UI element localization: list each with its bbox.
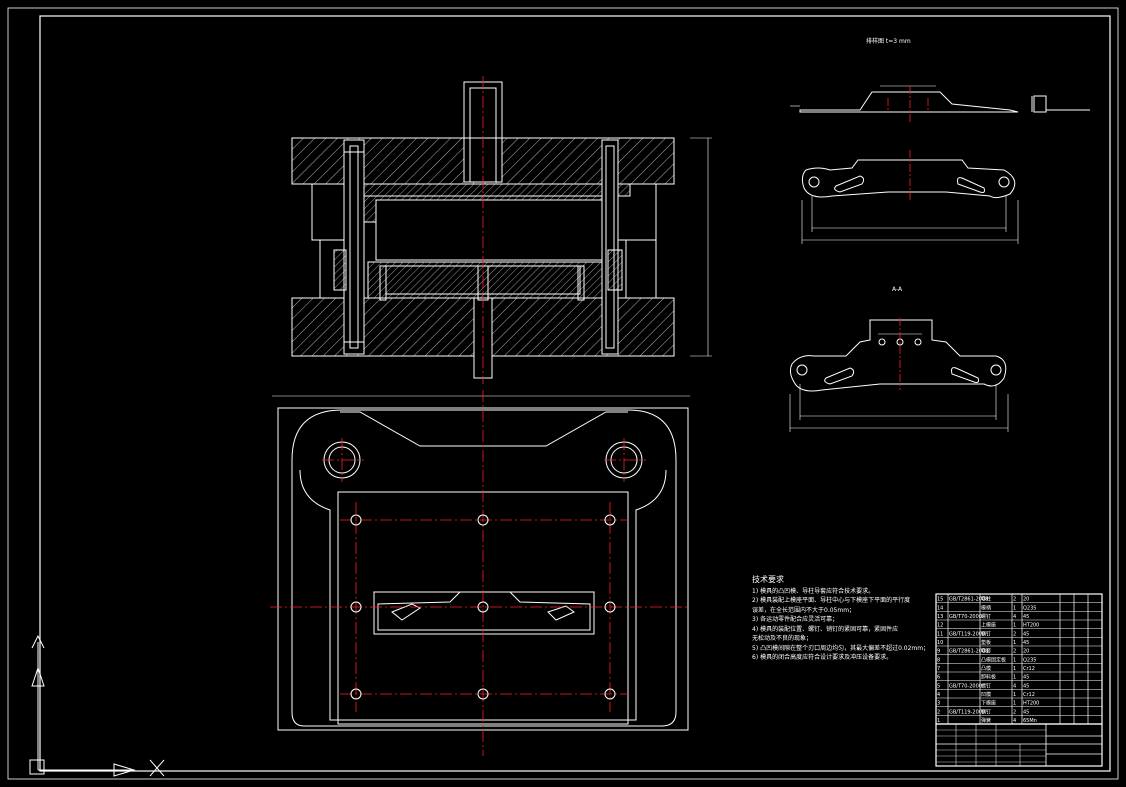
- note-line: 1) 模具的凸凹模、导柱导套应符合技术要求。: [752, 587, 875, 595]
- die-plan-view: [272, 395, 690, 731]
- note-line: 4) 模具的装配位置、螺钉、销钉的紧固可靠，紧固件应: [752, 625, 899, 633]
- bom-cell: 1: [1013, 692, 1016, 698]
- title-block: [935, 723, 1103, 767]
- bom-cell: 4: [1013, 718, 1016, 724]
- bom-cell: 11: [937, 631, 943, 637]
- bom-cell: 45: [1023, 631, 1029, 637]
- bom-cell: 1: [1013, 605, 1016, 611]
- bom-cell: 7: [937, 666, 940, 672]
- bom-cell: 45: [1023, 640, 1029, 646]
- bom-cell: 1: [1013, 657, 1016, 663]
- strip-layout-title: 排样图 t=3 mm: [866, 38, 911, 45]
- bom-cell: 9: [937, 649, 940, 655]
- bom-table-grid: [935, 593, 1103, 725]
- bom-cell: 20: [1023, 649, 1029, 655]
- bom-cell: HT200: [1023, 701, 1039, 707]
- bom-cell: 2: [1013, 597, 1016, 603]
- bom-cell: 销钉: [981, 708, 991, 715]
- bom-cell: GB/T119-2000: [949, 631, 985, 637]
- bom-cell: 10: [937, 640, 943, 646]
- bom-cell: Q235: [1023, 605, 1036, 611]
- bom-cell: 1: [1013, 623, 1016, 629]
- bom-cell: 2: [1013, 649, 1016, 655]
- bom-cell: 5: [937, 683, 940, 689]
- note-line: 误差，在全长范围内不大于0.05mm；: [752, 606, 856, 614]
- bom-cell: Cr12: [1023, 666, 1035, 672]
- bom-cell: 13: [937, 614, 943, 620]
- bom-cell: 螺钉: [981, 682, 991, 689]
- bom-cell: 凹模: [981, 691, 991, 698]
- drawing-frame: [7, 7, 1119, 780]
- bom-cell: 4: [937, 692, 940, 698]
- bom-cell: 1: [1013, 701, 1016, 707]
- bom-cell: 65Mn: [1023, 718, 1037, 724]
- note-line: 6) 模具的闭合高度应符合设计要求及冲压设备要求。: [752, 654, 893, 661]
- bom-cell: 1: [1013, 666, 1016, 672]
- bom-cell: 4: [1013, 683, 1016, 689]
- die-section-view: [291, 81, 712, 379]
- ucs-axis-icon: [29, 634, 165, 777]
- technical-notes: 技术要求 1) 模具的凸凹模、导柱导套应符合技术要求。 2) 模具装配上模座平面…: [752, 575, 929, 663]
- bom-cell: GB/T2861-2008: [949, 597, 988, 603]
- bom-cell: 45: [1023, 614, 1029, 620]
- bom-cell: HT200: [1023, 623, 1039, 629]
- plan-centerlines: [270, 390, 688, 756]
- note-line: 2) 模具装配上模座平面、导柱中心与下模座下平面的平行度: [752, 597, 911, 604]
- bom-cell: 1: [1013, 640, 1016, 646]
- bom-cell: 6: [937, 675, 940, 681]
- bom-cell: 1: [937, 718, 940, 724]
- plan-screw-holes: [350, 514, 616, 700]
- bom-cell: 垫板: [981, 639, 991, 646]
- bom-cell: 20: [1023, 597, 1029, 603]
- bom-cell: GB/T2861-2008: [949, 649, 988, 655]
- bom-cell: 45: [1023, 709, 1029, 715]
- bom-cell: 2: [1013, 631, 1016, 637]
- part-view-1: [801, 159, 1019, 244]
- bom-cell: 45: [1023, 675, 1029, 681]
- bom-cell: 15: [937, 597, 943, 603]
- note-line: 无松动及不良的现象；: [752, 635, 813, 642]
- bom-cell: 卸料板: [981, 674, 996, 681]
- bom-cell: 1: [1013, 675, 1016, 681]
- bom-cell: 上模座: [981, 622, 996, 629]
- bom-cell: 销钉: [981, 630, 991, 637]
- bom-cell: 弹簧: [981, 717, 991, 724]
- notes-title: 技术要求: [752, 575, 784, 584]
- bom-cell: 45: [1023, 683, 1029, 689]
- bom-cell: GB/T70-2000: [949, 614, 982, 620]
- bom-cell: 14: [937, 605, 943, 611]
- bom-cell: 凸模固定板: [981, 656, 1006, 663]
- bom-cell: 8: [937, 657, 940, 663]
- bom-cell: 导套: [981, 648, 991, 655]
- bom-cell: GB/T119-2000: [949, 709, 985, 715]
- note-line: 3) 各运动零件配合应灵活可靠；: [752, 616, 839, 623]
- strip-layout: [790, 85, 1090, 113]
- bom-cell: Cr12: [1023, 692, 1035, 698]
- strip-centerline: [887, 86, 929, 124]
- bom-cell: 模柄: [981, 604, 991, 611]
- bom-cell: GB/T70-2000: [949, 683, 982, 689]
- bom-cell: 12: [937, 623, 943, 629]
- bom-cell: 导柱: [981, 596, 991, 603]
- part-view-2: [789, 319, 1009, 432]
- bom-cell: Q235: [1023, 657, 1036, 663]
- section-label: A-A: [892, 286, 903, 293]
- bom-cell: 2: [1013, 709, 1016, 715]
- bom-cell: 凸模: [981, 665, 991, 672]
- bom-cell: 下模座: [981, 700, 996, 707]
- bom-cell: 4: [1013, 614, 1016, 620]
- bom-cell: 3: [937, 701, 940, 707]
- bom-cell: 螺钉: [981, 613, 991, 620]
- bom-cell: 2: [937, 709, 940, 715]
- note-line: 5) 凸凹模间隙在整个刃口周边均匀，其最大偏差不超过0.02mm；: [752, 644, 930, 652]
